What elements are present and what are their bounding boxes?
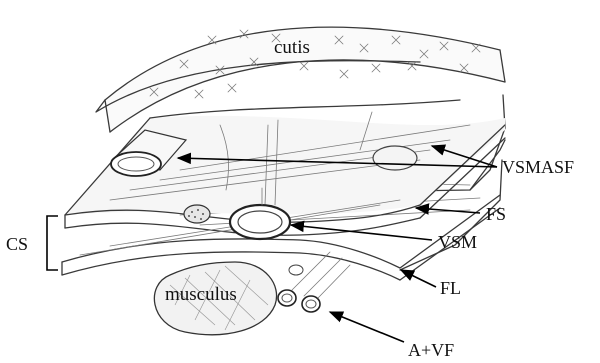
label-vsmasf: VSMASF	[502, 157, 574, 177]
label-avf: A+VF	[408, 340, 454, 360]
arrow-fl	[401, 270, 436, 287]
label-vsm: VSM	[438, 232, 477, 252]
label-fs: FS	[486, 204, 506, 224]
label-cs: CS	[6, 234, 28, 254]
label-fl: FL	[440, 278, 461, 298]
artery-veins	[278, 252, 350, 312]
arrow-vsm	[291, 225, 432, 240]
label-cutis: cutis	[274, 37, 310, 58]
label-musculus: musculus	[165, 284, 237, 305]
cs-bracket	[47, 216, 58, 270]
arrow-avf	[330, 312, 404, 342]
nerve-bundle	[184, 205, 210, 223]
